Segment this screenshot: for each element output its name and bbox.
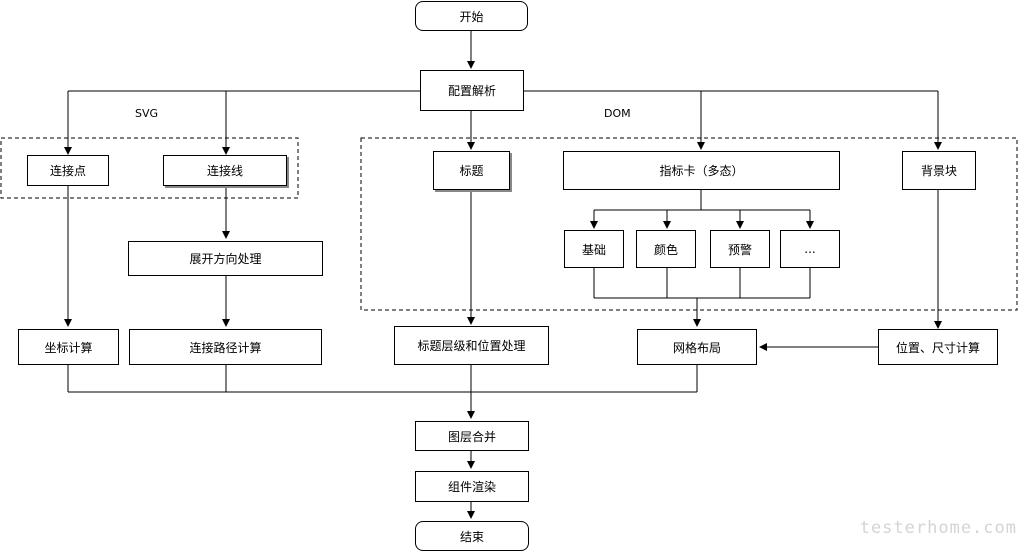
svg-group-frame bbox=[0, 137, 299, 199]
end-node: 结束 bbox=[415, 521, 529, 551]
merge-node: 图层合并 bbox=[415, 421, 529, 451]
watermark-text: testerhome.com bbox=[859, 518, 1017, 538]
pos-size-node: 位置、尺寸计算 bbox=[878, 329, 998, 365]
basic-node: 基础 bbox=[564, 230, 624, 268]
expand-node: 展开方向处理 bbox=[128, 241, 323, 276]
render-node: 组件渲染 bbox=[415, 471, 529, 502]
svg-group-label: SVG bbox=[135, 107, 159, 120]
color-node: 颜色 bbox=[636, 230, 696, 268]
start-node: 开始 bbox=[415, 1, 528, 31]
config-node: 配置解析 bbox=[420, 70, 524, 111]
dom-group-label: DOM bbox=[604, 107, 631, 120]
dom-group-frame bbox=[360, 137, 1018, 311]
card-node: 指标卡（多态） bbox=[563, 151, 840, 190]
title-node: 标题 bbox=[433, 151, 510, 190]
bg-node: 背景块 bbox=[902, 151, 976, 190]
more-node: ... bbox=[780, 230, 840, 268]
path-node: 连接路径计算 bbox=[129, 329, 322, 365]
title-level-node: 标题层级和位置处理 bbox=[394, 326, 549, 365]
warn-node: 预警 bbox=[710, 230, 770, 268]
line-node: 连接线 bbox=[163, 155, 287, 186]
coord-node: 坐标计算 bbox=[18, 329, 119, 365]
grid-node: 网格布局 bbox=[637, 329, 757, 365]
point-node: 连接点 bbox=[27, 155, 109, 186]
